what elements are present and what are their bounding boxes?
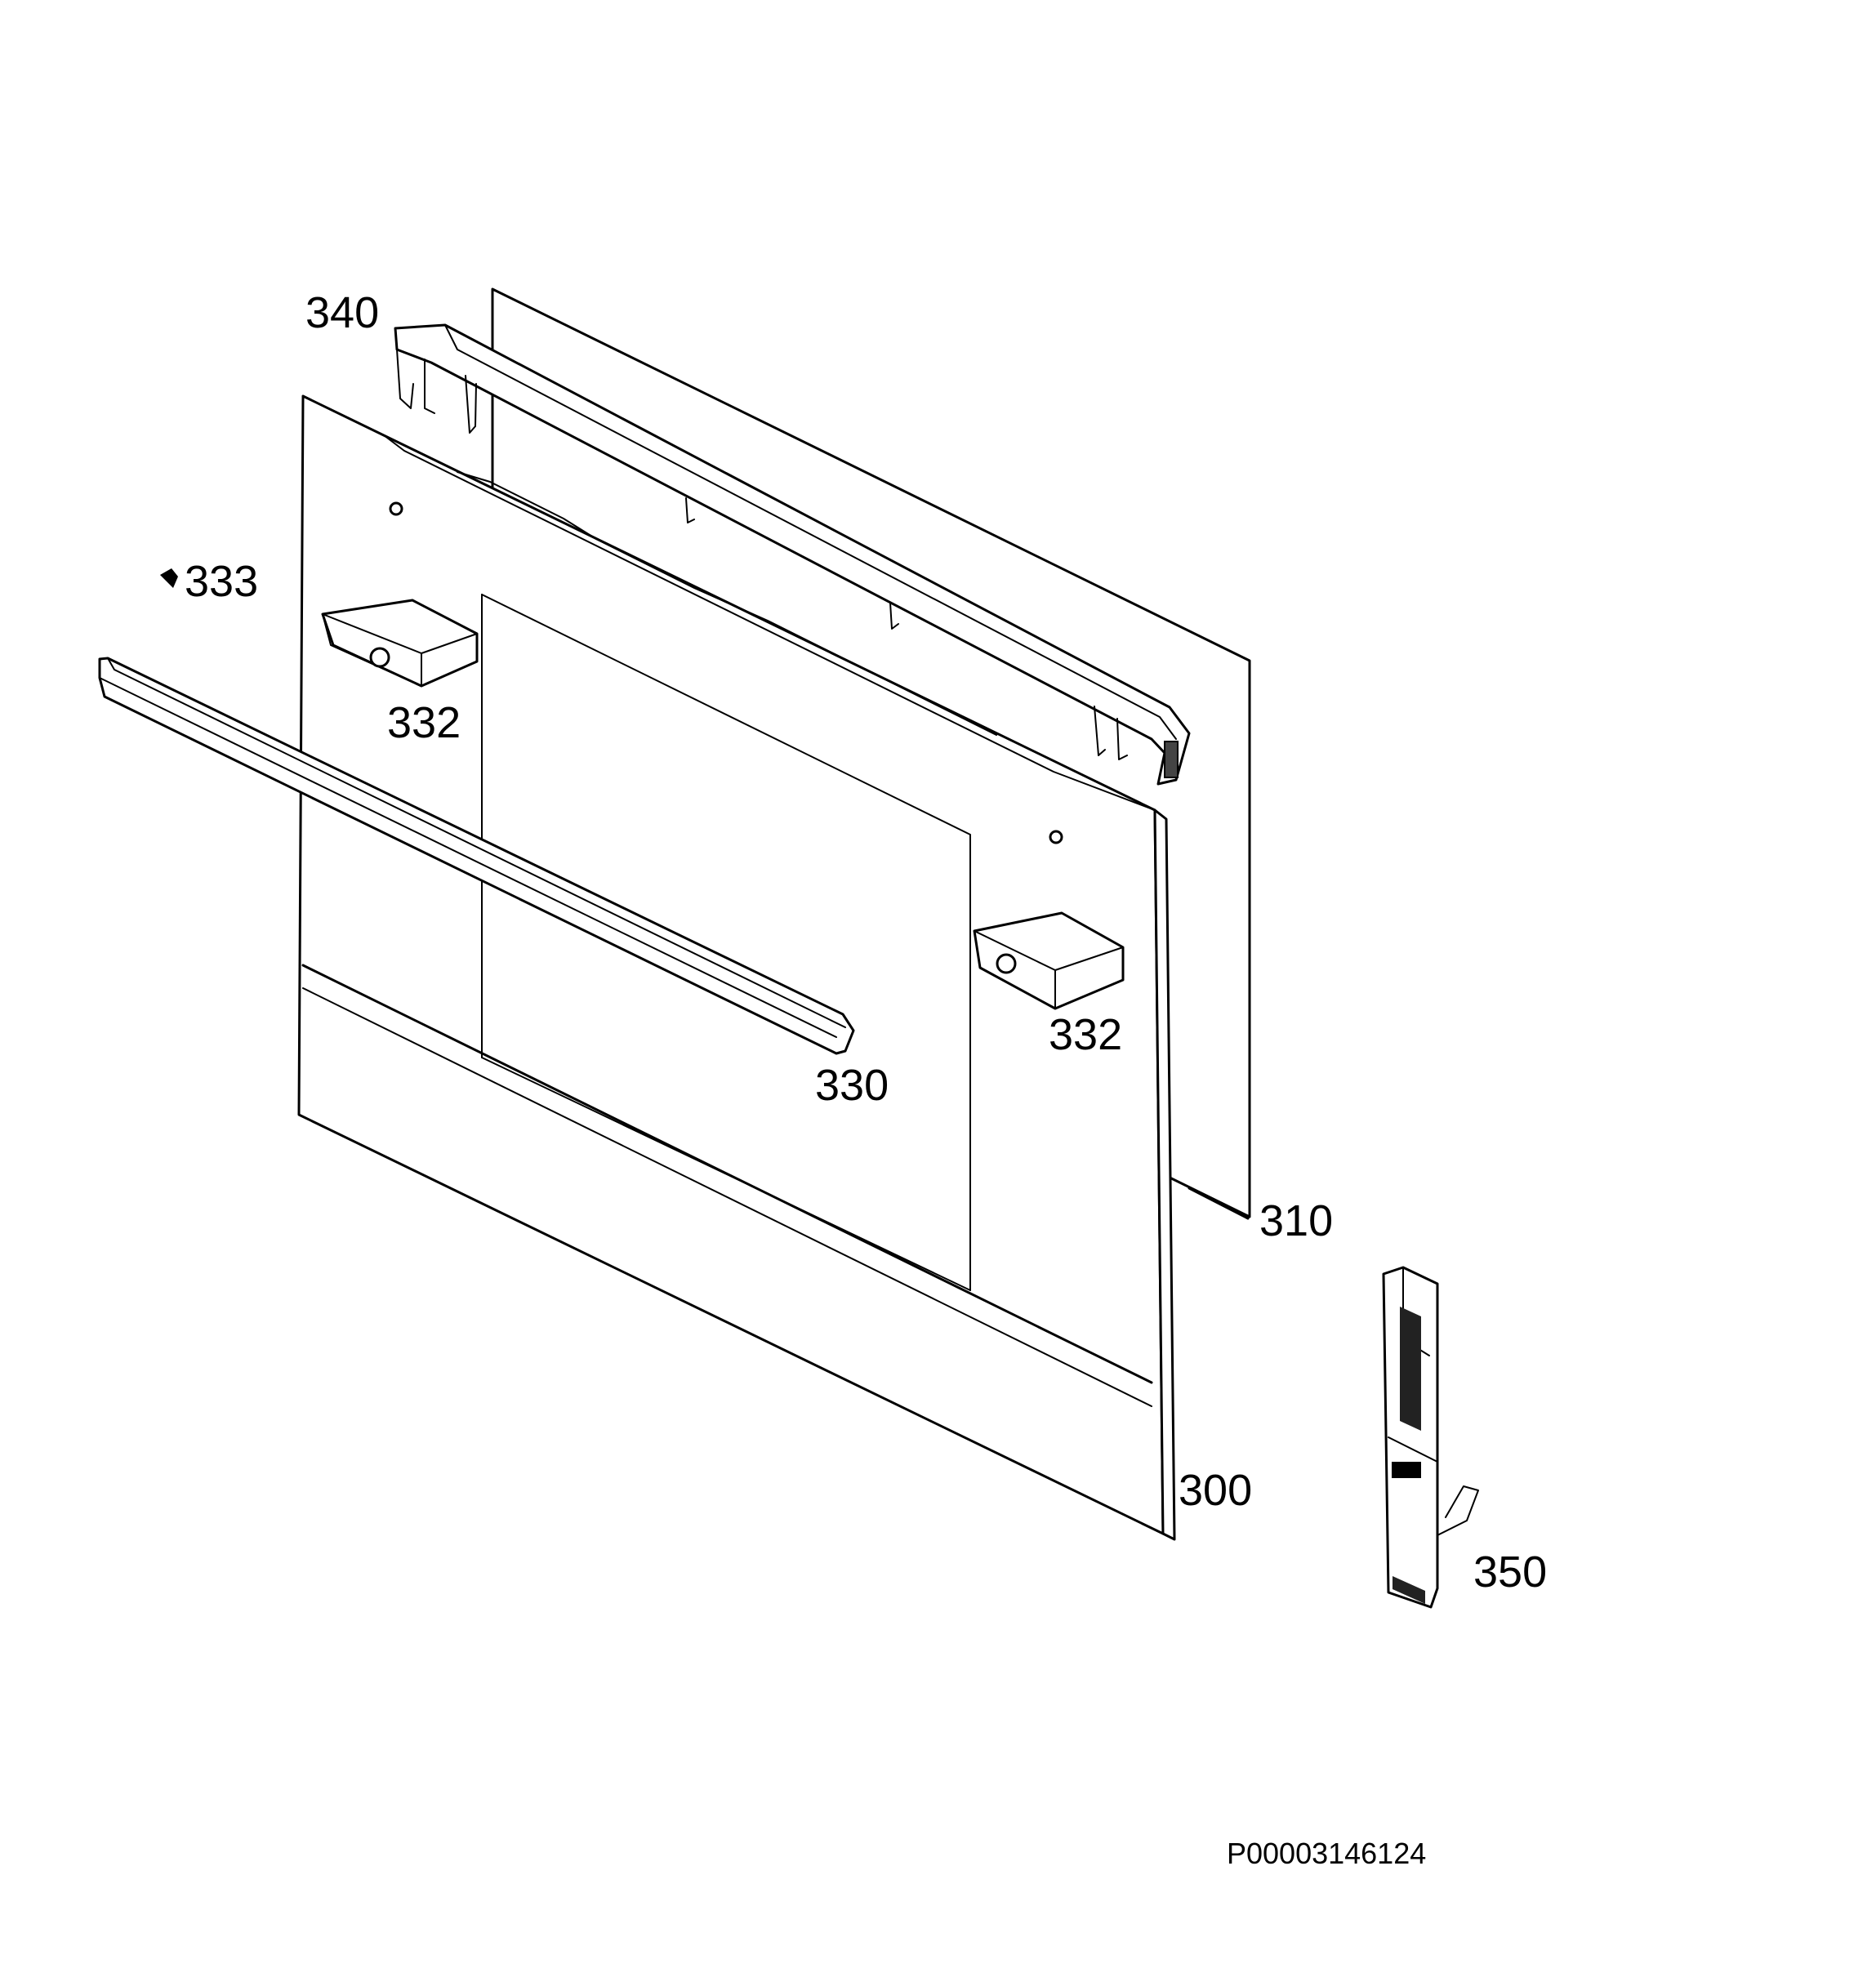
part-350-hinge	[1382, 1266, 1479, 1609]
callout-330: 330	[815, 1061, 889, 1110]
callout-300: 300	[1179, 1466, 1253, 1515]
callout-350: 350	[1473, 1548, 1548, 1597]
part-332-left-bracket	[321, 599, 479, 688]
callout-333: 333	[185, 557, 259, 606]
part-332-right-bracket	[973, 911, 1125, 1010]
callout-332-left: 332	[387, 698, 461, 747]
part-340-top-profile	[394, 323, 1191, 786]
callout-340: 340	[305, 288, 380, 337]
document-number: P00003146124	[1227, 1837, 1427, 1870]
part-333-screw	[160, 568, 178, 588]
callout-310: 310	[1259, 1196, 1334, 1245]
part-330-handle	[98, 657, 855, 1055]
callout-332-right: 332	[1049, 1010, 1123, 1059]
